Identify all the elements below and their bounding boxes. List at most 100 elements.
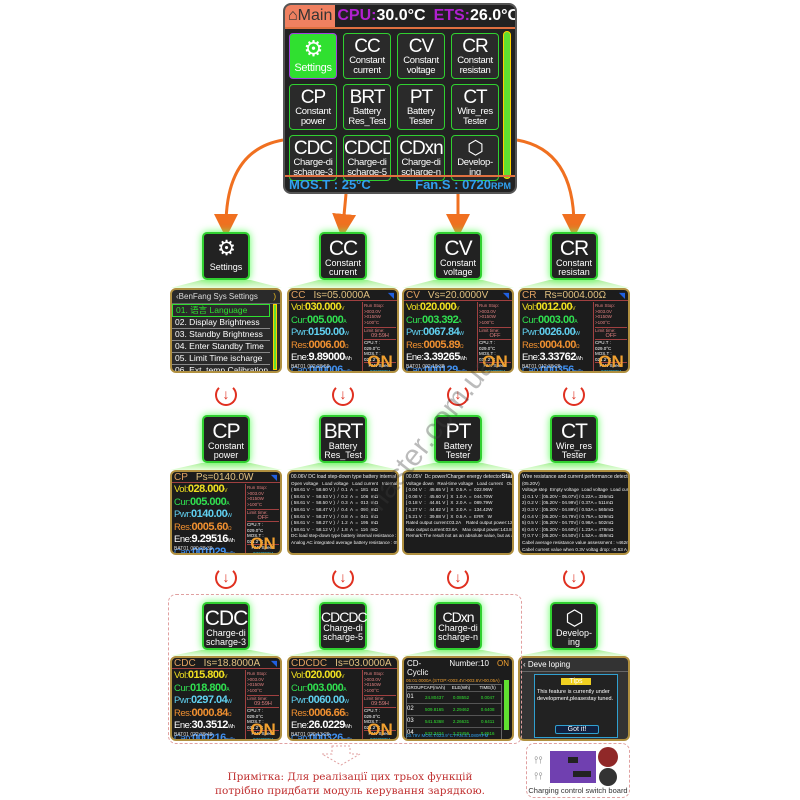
reading-label: Cap: — [406, 364, 425, 373]
icon-label: Battery — [443, 441, 473, 451]
down-arrow-icon: ↓ — [563, 567, 585, 589]
start-button[interactable]: Start — [501, 474, 514, 480]
reading-value: 0297.04 — [191, 694, 228, 706]
icon-glow — [518, 280, 630, 288]
meter-header: CV Vs=20.0000V ◥ — [404, 290, 512, 301]
table-row: [ 0.18 V : 44.91 V ] X 2.0 A = 089.79W — [406, 500, 493, 506]
tile-code: CDC — [293, 138, 333, 159]
cpu-temp: CPU.T : 029.0°C — [364, 707, 396, 719]
home-tab[interactable]: ⌂Main — [285, 5, 336, 27]
tile-label: Charge-di — [401, 157, 441, 168]
group-time: 0.6041 — [474, 738, 501, 739]
tile-code: CP — [300, 87, 326, 108]
set-value[interactable]: Is=18.8000A — [203, 658, 261, 669]
output-status[interactable]: ON — [598, 352, 624, 371]
reading-unit: Ω — [227, 525, 232, 532]
mos-temp: MOS.T : 024.2°C — [247, 533, 264, 544]
reading-unit: mAh — [342, 368, 352, 373]
settings-item[interactable]: 05. Limit Time ischarge — [172, 353, 270, 365]
set-value[interactable]: Is=03.0000A — [335, 658, 392, 669]
output-status[interactable]: ON — [250, 720, 276, 739]
group-time: 0.0047 — [474, 690, 501, 703]
icon-label-2: scharge-n — [437, 632, 479, 642]
settings-item[interactable]: 01. 语言 Language — [172, 304, 270, 317]
table-row: 5) 0.5 V : [05.20V - 04.70V] / 0.98A = 5… — [522, 520, 614, 526]
group-cap: 24.80437 — [421, 690, 448, 703]
run-stop-label: Run Stop: — [595, 303, 616, 308]
icon-label: Battery — [328, 441, 358, 451]
reading-label: Cur: — [174, 496, 190, 508]
got-it-button[interactable]: Got it! — [555, 725, 599, 734]
icon-label-2: scharge-5 — [322, 632, 364, 642]
set-value[interactable]: Rs=0004.00Ω — [544, 290, 607, 301]
set-value[interactable]: Vs=20.0000V — [427, 290, 489, 301]
cpu-temp: CPU.T : 029.0°C — [479, 339, 511, 351]
fan-speed: Fan.S : 0720 — [415, 177, 491, 192]
icon-developing[interactable]: ⬡Develop-ing — [550, 602, 598, 650]
reading-unit: V — [224, 674, 227, 680]
icon-settings[interactable]: ⚙Settings — [202, 232, 250, 280]
output-status[interactable]: ON — [250, 534, 276, 553]
icon-glow — [402, 280, 514, 288]
reading-cur: Cur:018.800A — [174, 682, 246, 696]
reading-unit: V — [224, 488, 227, 494]
battery-label: BAT01 — [174, 732, 189, 738]
fan-speed: 0720RPM — [369, 368, 390, 373]
tile-label-2: scharge-3 — [293, 166, 333, 178]
reading-value: 005.000 — [306, 313, 344, 326]
reading-value: 001029 — [192, 545, 226, 555]
back-chevron-icon[interactable]: ‹ — [176, 292, 179, 301]
settings-title: ‹ BenFang Sys Settings) — [172, 290, 280, 304]
reading-label: Ene: — [174, 534, 192, 545]
table-row: 7) 0.7 V : [05.20V - 04.50V] / 1.52A = 4… — [522, 533, 614, 539]
scrollbar[interactable] — [273, 304, 277, 370]
cyclic-status[interactable]: ON — [497, 659, 509, 668]
mode-label: CV — [406, 290, 420, 301]
main-footer: MOS.T : 25°C Fan.S : 0720RPM — [285, 175, 515, 192]
table-footnote: DC load step-down type battery internal … — [291, 533, 397, 539]
output-status[interactable]: ON — [482, 352, 508, 371]
set-value[interactable]: Is=05.0000A — [313, 290, 370, 301]
reading-value: 028.000 — [187, 483, 225, 495]
back-chevron-icon[interactable]: ‹ — [523, 660, 528, 669]
reading-value: 26.0229 — [308, 719, 346, 731]
reading-label: Ene: — [291, 720, 309, 731]
reading-label: Pwr: — [291, 695, 309, 706]
home-label: Main — [297, 7, 333, 24]
settings-item[interactable]: 04. Enter Standby Time — [172, 341, 270, 353]
settings-item[interactable]: 02. Display Brightness — [172, 317, 270, 329]
tile-settings[interactable]: ⚙Settings — [289, 33, 337, 79]
scrollbar[interactable] — [503, 31, 511, 179]
limit-time-value: 09:59H — [371, 700, 389, 707]
output-status[interactable]: ON — [367, 352, 393, 371]
settings-item[interactable]: 06. Ext_temp Calibration — [172, 365, 270, 371]
settings-item[interactable]: 03. Standby Brightness — [172, 329, 270, 341]
output-status[interactable]: ON — [367, 720, 393, 739]
down-arrow-icon: ↓ — [447, 567, 469, 589]
wifi-icon: ◥ — [502, 291, 509, 300]
tile-⬡[interactable]: ⬡Develop-ing — [451, 135, 499, 181]
set-value[interactable]: Ps=0140.0W — [195, 472, 254, 483]
